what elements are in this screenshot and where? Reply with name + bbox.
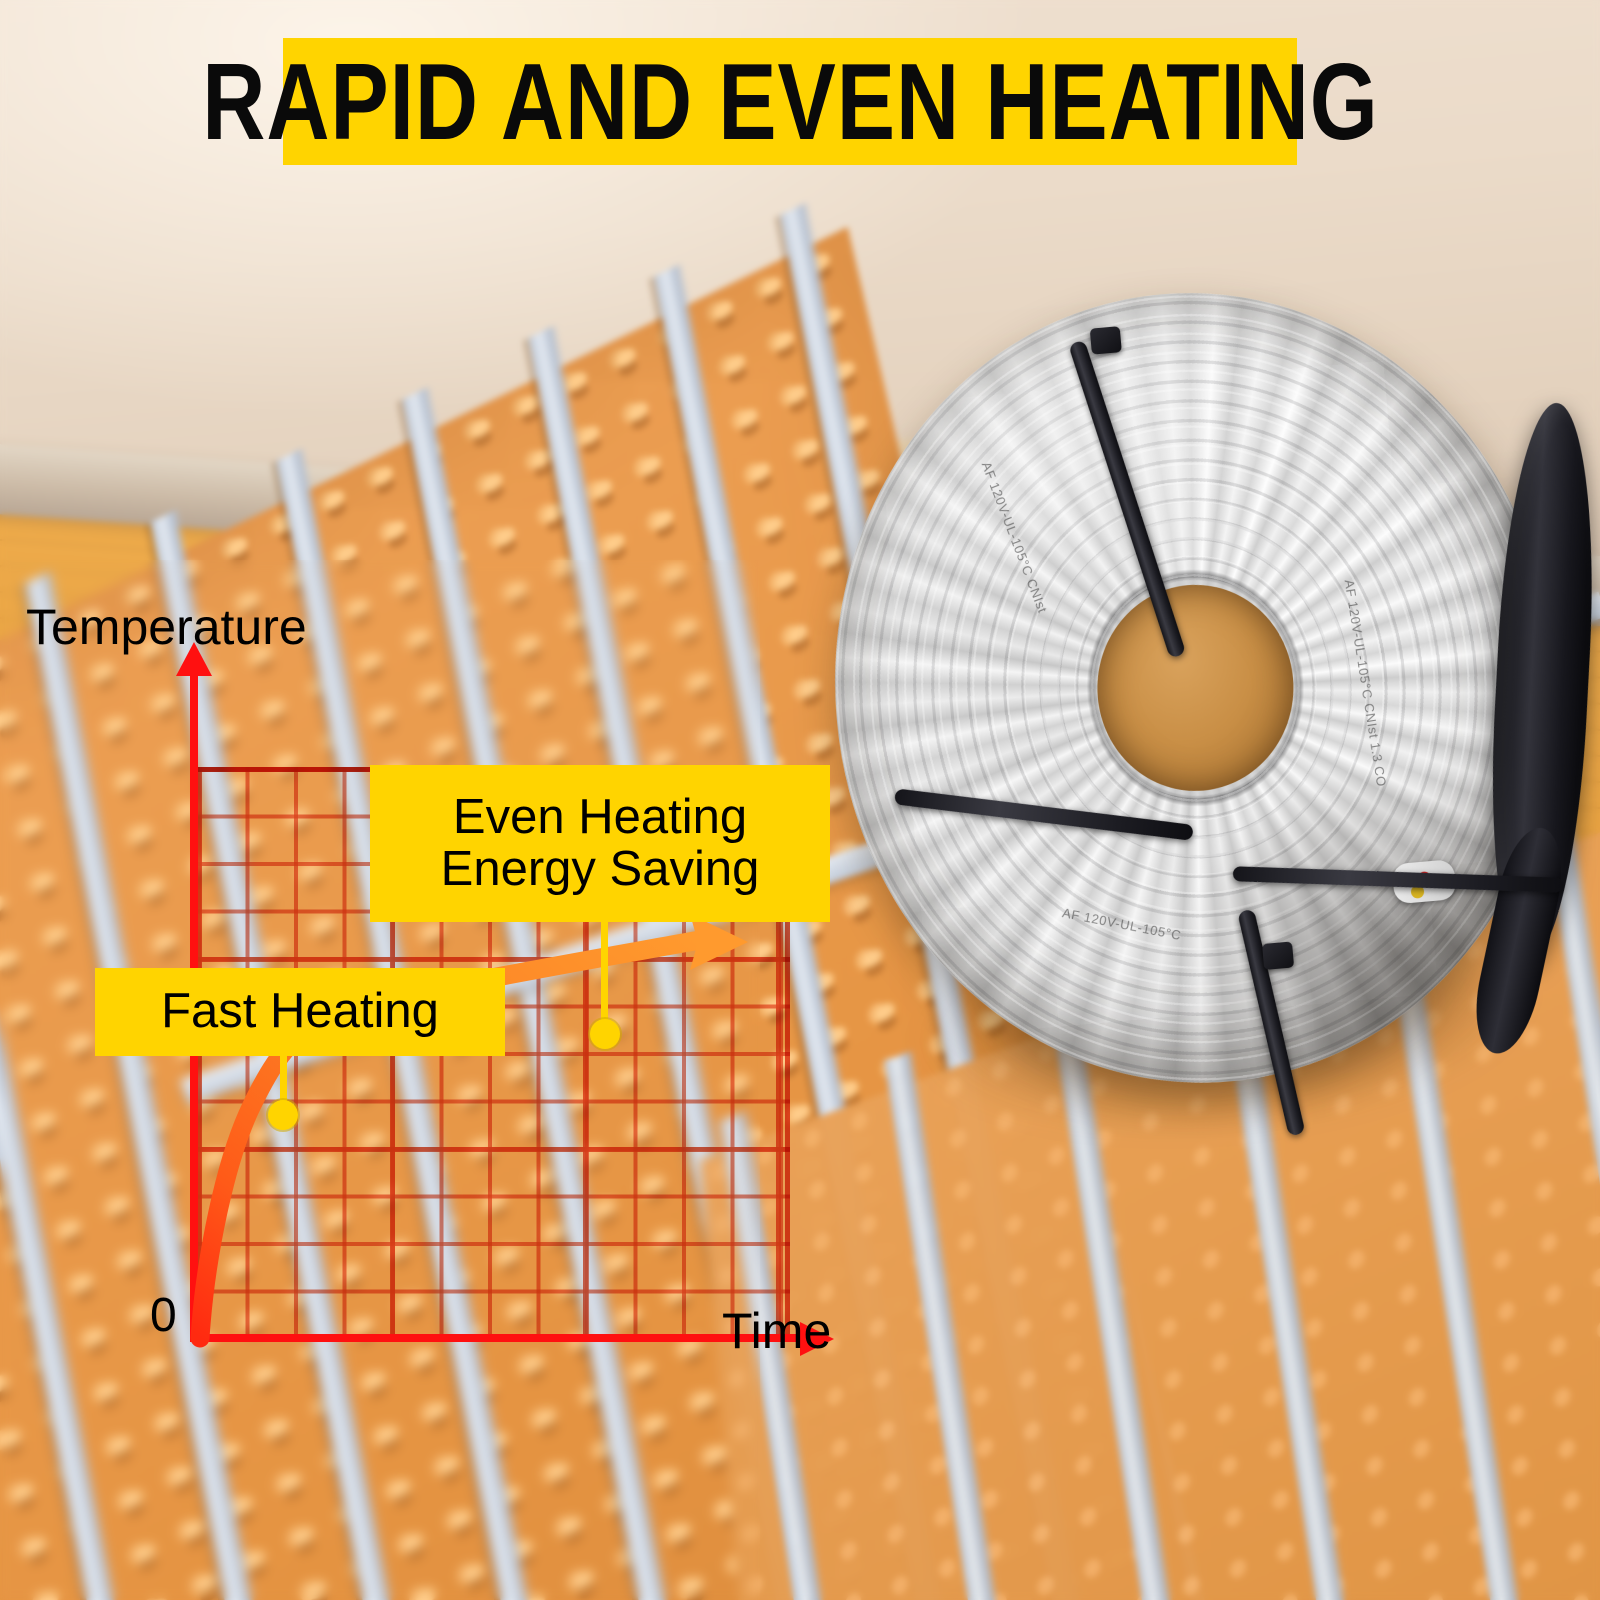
callout-even-label-line2: Energy Saving [440,841,760,896]
leader-line-fast [280,1050,287,1112]
y-axis-label: Temperature [26,599,307,655]
y-axis-arrow-icon [176,642,212,676]
zip-tie-head-top [1089,326,1122,355]
data-point-fast [268,1100,298,1130]
origin-label: 0 [150,1289,177,1342]
callout-even-heating: Even Heating Energy Saving [370,765,830,922]
x-axis-label: Time [722,1303,832,1359]
x-axis-arrow-icon [800,1322,834,1356]
data-point-even [590,1019,620,1049]
x-axis-line [190,1334,810,1342]
page-title: RAPID AND EVEN HEATING [201,40,1379,162]
heating-cable-coil: AF 120V-UL-105°C CNIst 1.3 CO AF 120V-UL… [802,261,1600,1172]
heating-performance-chart: Fast Heating Even Heating Energy Saving … [0,560,900,1420]
leader-line-even [601,920,608,1030]
callout-fast-label: Fast Heating [161,984,439,1039]
title-banner: RAPID AND EVEN HEATING [202,38,1377,165]
zip-tie-head-bottom [1261,941,1295,970]
callout-even-label-line1: Even Heating [452,789,748,844]
callout-fast-heating: Fast Heating [95,968,505,1056]
